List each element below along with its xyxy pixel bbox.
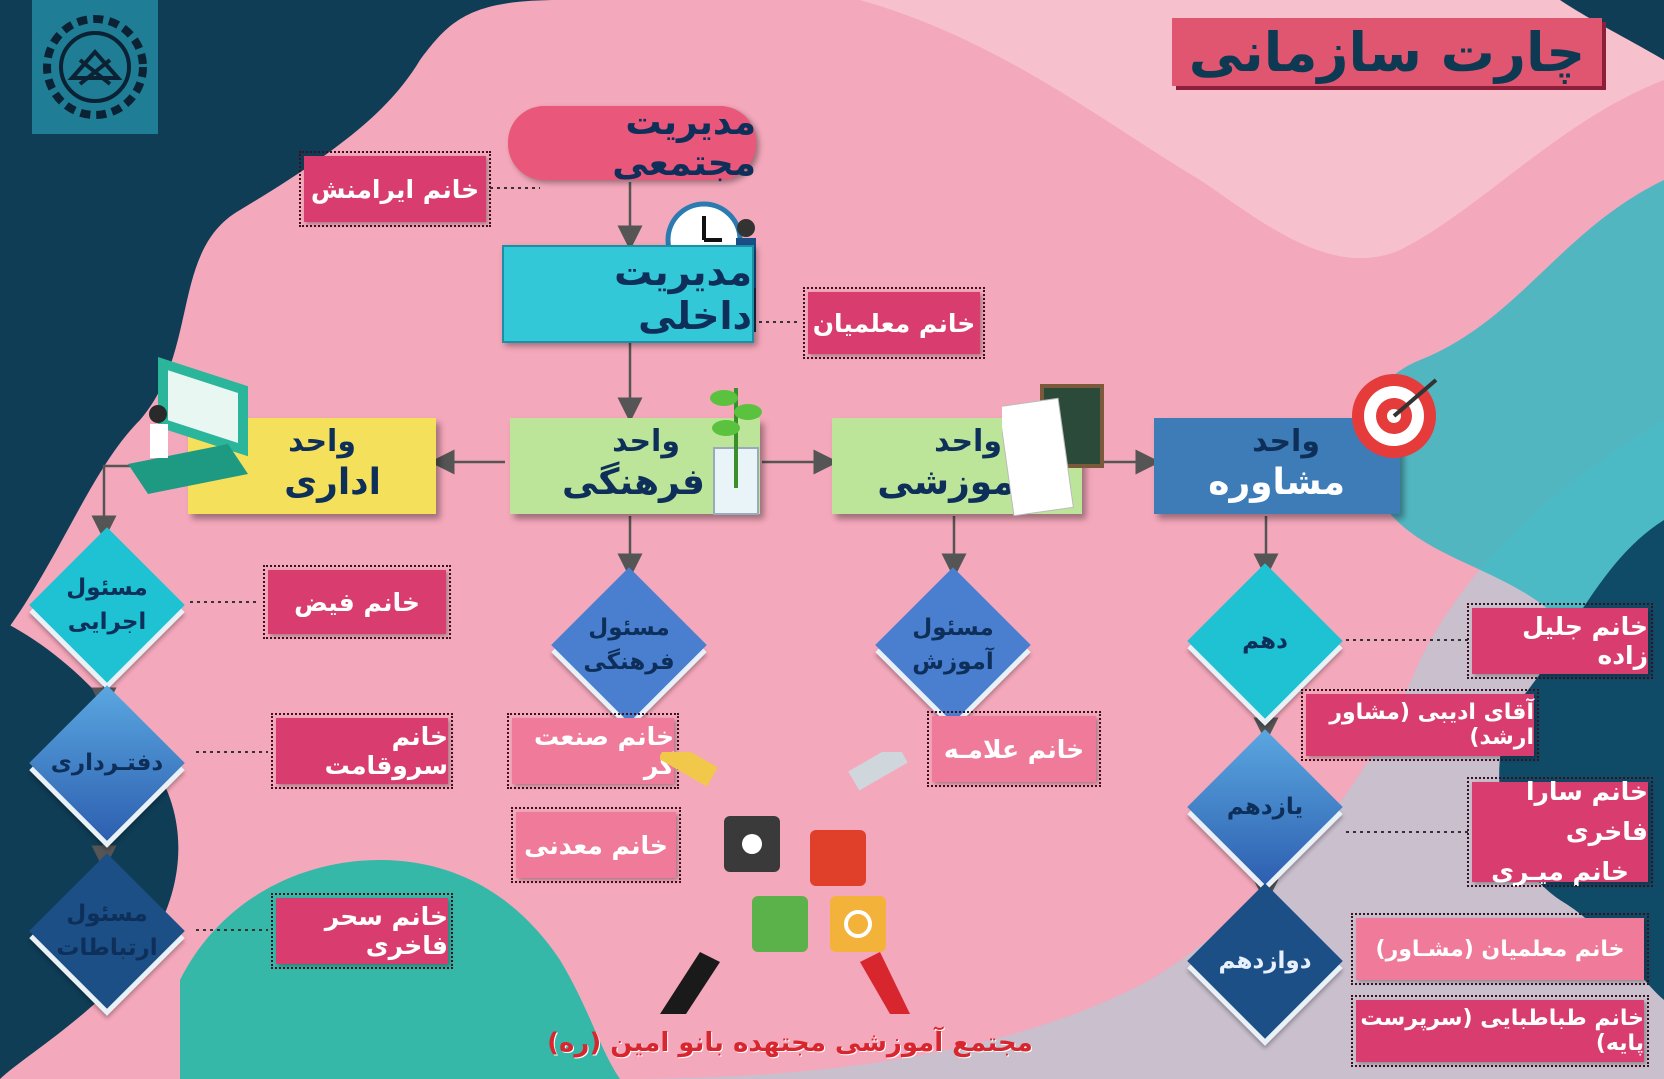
grade-twelfth-label: دوازدهم xyxy=(1218,948,1312,974)
unit-culture-line2: فرهنگی xyxy=(562,462,705,503)
grade-tenth-label: دهم xyxy=(1242,628,1288,654)
unit-culture-line1: واحد xyxy=(612,424,680,459)
person-grade-twelfth-2: خانم طباطبایی (سرپرست پایه) xyxy=(1351,995,1649,1067)
top-manager-box: مدیریت مجتمعی xyxy=(508,102,756,184)
internal-manager-person: خانم معلمیان xyxy=(803,287,985,359)
role-office-l1: دفتـرداری xyxy=(50,750,164,776)
person-culture-1: خانم صنعت گر xyxy=(507,713,679,789)
person-culture-2: خانم معدنی xyxy=(511,807,681,883)
person-grade-tenth: خانم جلیل زاده xyxy=(1467,603,1653,679)
person-communications: خانم سحر فاخری xyxy=(271,893,453,969)
unit-culture: واحد فرهنگی xyxy=(510,388,762,515)
role-education-l2: آموزش xyxy=(912,649,994,675)
role-admin-executive-l1: مسئول xyxy=(66,575,148,601)
puzzle-hands-illustration xyxy=(660,752,910,1014)
grade-eleventh-label: یازدهم xyxy=(1226,794,1304,820)
unit-admin: واحد اداری xyxy=(128,356,436,514)
unit-counsel-line2: مشاوره xyxy=(1208,462,1345,503)
laptop-worker-icon xyxy=(128,356,248,494)
internal-manager-box: مدیریت داخلی xyxy=(502,245,754,343)
role-communications: مسئول ارتباطات xyxy=(29,853,185,1009)
chart-title: چارت سازمانی xyxy=(1172,18,1602,86)
school-name-footer: مجتمع آموزشی مجتهده بانو امین (ره) xyxy=(547,1028,1033,1058)
role-office: دفتـرداری xyxy=(29,685,185,841)
senior-counselor: آقای ادیبی (مشاور ارشد) xyxy=(1301,689,1539,761)
person-office: خانم سروقامت xyxy=(271,713,453,789)
person-education: خانم علامـه xyxy=(927,711,1101,787)
target-icon xyxy=(1352,374,1438,458)
unit-education-line1: واحد xyxy=(934,424,1002,459)
grade-tenth: دهم xyxy=(1187,563,1343,719)
top-manager-person: خانم ایرامنش xyxy=(299,151,491,227)
grade-eleventh: یازدهم xyxy=(1187,729,1343,885)
role-communications-l1: مسئول xyxy=(66,901,148,927)
role-admin-executive: مسئول اجرایی xyxy=(29,527,185,683)
role-education: مسئول آموزش xyxy=(875,567,1031,723)
unit-admin-line1: واحد xyxy=(288,424,356,459)
notebook-board-icon xyxy=(1002,384,1104,516)
role-culture-l2: فرهنگی xyxy=(583,649,675,675)
unit-counsel-line1: واحد xyxy=(1252,424,1320,459)
school-logo xyxy=(32,0,158,134)
role-admin-executive-l2: اجرایی xyxy=(67,609,147,635)
unit-education-line2: آموزشی xyxy=(877,462,1027,503)
person-grade-eleventh-1: خانم سارا فاخری xyxy=(1525,777,1648,846)
role-culture: مسئول فرهنگی xyxy=(551,567,707,723)
logo-emblem-icon xyxy=(43,15,147,119)
role-education-l1: مسئول xyxy=(912,615,994,641)
person-admin-executive: خانم فیض xyxy=(263,565,451,639)
role-culture-l1: مسئول xyxy=(588,615,670,641)
unit-counsel: واحد مشاوره xyxy=(1154,374,1438,514)
plant-jar-icon xyxy=(710,388,762,515)
grade-twelfth: دوازدهم xyxy=(1187,883,1343,1039)
unit-education: واحد آموزشی xyxy=(832,384,1104,516)
unit-admin-line2: اداری xyxy=(284,462,381,503)
person-grade-eleventh-2: خانم میـری xyxy=(1491,857,1629,886)
person-grade-twelfth-1: خانم معلمیان (مشـاور) xyxy=(1351,913,1649,985)
person-grade-eleventh: خانم سارا فاخری خانم میـری xyxy=(1467,777,1653,887)
role-communications-l2: ارتباطات xyxy=(56,935,158,961)
